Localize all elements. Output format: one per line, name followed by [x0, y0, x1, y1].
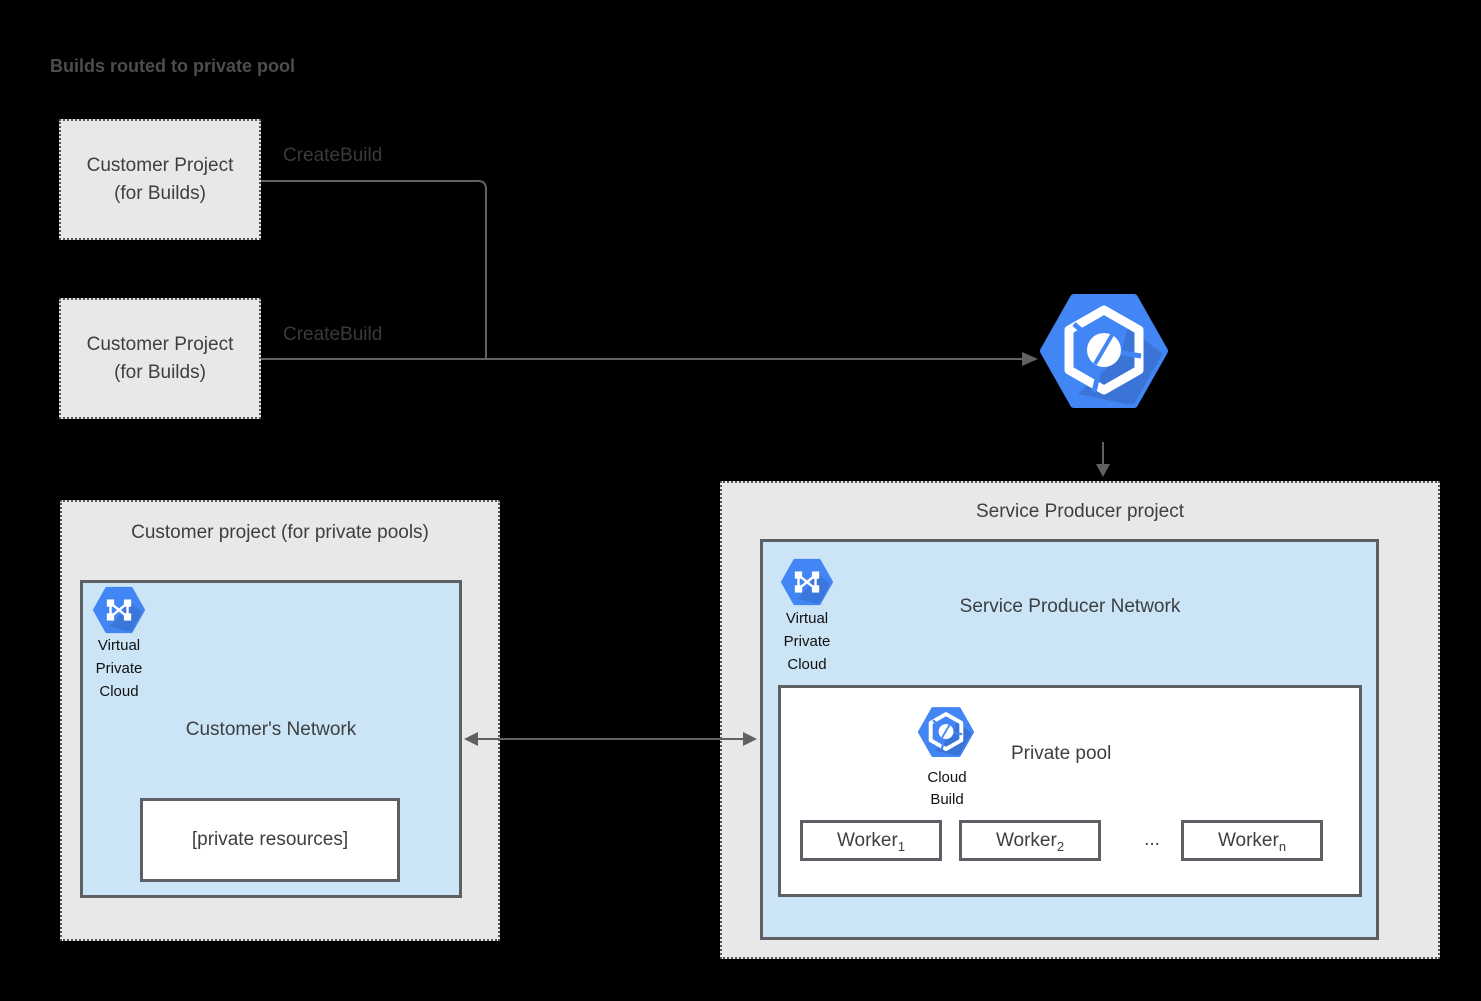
worker-n-label: Workern — [1218, 827, 1286, 855]
createbuild-label-1: CreateBuild — [283, 145, 383, 166]
diagram-title: Builds routed to private pool — [50, 56, 296, 76]
customer-network-title: Customer's Network — [185, 719, 357, 740]
cloud-build-icon-label-line1: Cloud — [927, 769, 967, 786]
customer-build-project-1: Customer Project (for Builds) — [59, 119, 261, 240]
createbuild-label-2: CreateBuild — [283, 324, 383, 345]
customer-build-project-2-label: Customer Project (for Builds) — [87, 331, 234, 387]
private-pool-title: Private pool — [1011, 743, 1112, 764]
vpc-label-customer: Virtual Private Cloud — [64, 634, 174, 703]
customer-build-project-1-label: Customer Project (for Builds) — [87, 152, 234, 208]
worker-2-sub: 2 — [1056, 838, 1065, 854]
worker-box-n: Workern — [1181, 820, 1323, 861]
vpc-label-producer: Virtual Private Cloud — [752, 607, 862, 676]
worker-2-base: Worker — [995, 829, 1057, 851]
cloud-build-icon — [1040, 294, 1168, 408]
private-resources-label: [private resources] — [191, 829, 349, 850]
private-pool-box — [778, 685, 1362, 897]
worker-box-2: Worker2 — [959, 820, 1101, 861]
customer-pool-project-title: Customer project (for private pools) — [131, 522, 429, 543]
worker-1-label: Worker1 — [837, 827, 905, 855]
worker-1-base: Worker — [836, 829, 898, 851]
worker-2-label: Worker2 — [996, 827, 1064, 855]
worker-ellipsis: ... — [1144, 829, 1160, 850]
vpc-label-customer-line3: Cloud — [99, 683, 139, 700]
worker-n-sub: n — [1278, 838, 1287, 854]
cloud-build-icon-small — [918, 706, 974, 758]
private-resources-box: [private resources] — [140, 798, 400, 882]
vpc-label-producer-line2: Private — [783, 633, 831, 650]
vpc-label-producer-line1: Virtual — [785, 610, 829, 627]
vpc-icon-producer — [781, 558, 833, 606]
worker-1-sub: 1 — [897, 838, 906, 854]
vpc-label-producer-line3: Cloud — [787, 656, 827, 673]
arrowhead-into-cloud-build — [1022, 352, 1038, 366]
worker-n-base: Worker — [1217, 829, 1279, 851]
customer-build-project-2: Customer Project (for Builds) — [59, 298, 261, 419]
vpc-label-customer-line1: Virtual — [97, 637, 141, 654]
worker-box-1: Worker1 — [800, 820, 942, 861]
vpc-icon-customer — [93, 586, 145, 634]
customer-build-project-2-line1: Customer Project — [86, 333, 234, 355]
service-producer-project-title: Service Producer project — [975, 501, 1185, 522]
arrowhead-down-producer — [1096, 464, 1110, 477]
customer-build-project-1-line1: Customer Project — [86, 154, 234, 176]
cloud-build-icon-label: Cloud Build — [902, 767, 992, 811]
cloud-build-icon-label-line2: Build — [930, 791, 964, 808]
customer-build-project-1-line2: (for Builds) — [114, 182, 206, 204]
service-producer-network-title: Service Producer Network — [959, 596, 1181, 617]
customer-build-project-2-line2: (for Builds) — [114, 361, 206, 383]
vpc-label-customer-line2: Private — [95, 660, 143, 677]
